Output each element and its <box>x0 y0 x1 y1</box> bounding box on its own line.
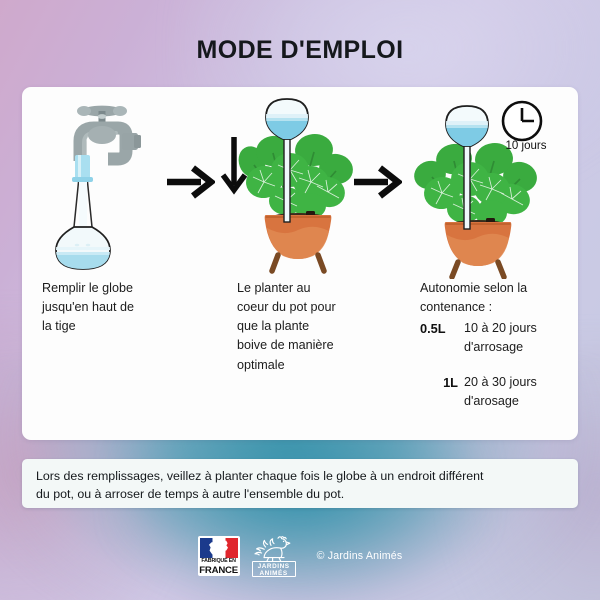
rooster-icon <box>254 536 290 562</box>
faucet-filling-globe-icon <box>22 89 218 279</box>
caption-line: contenance : <box>420 300 493 315</box>
table-row: 1L 20 à 30 jours d'arosage <box>420 373 578 411</box>
capacity-duration: 10 à 20 jours d'arrosage <box>464 319 537 357</box>
note-box: Lors des remplissages, veillez à planter… <box>22 459 578 508</box>
background-teal-core <box>108 420 492 600</box>
caption-line: 20 à 30 jours <box>464 375 537 390</box>
globe-inserted-in-plant-pot-icon <box>218 89 398 279</box>
caption-line: coeur du pot pour <box>237 300 336 315</box>
caption-line: la tige <box>42 319 76 334</box>
step-fill-caption: Remplir le globe jusqu'en haut de la tig… <box>42 279 192 336</box>
jardins-animes-logo: JARDINS ANIMÉS <box>251 535 297 577</box>
caption-line: 10 à 20 jours <box>464 321 537 336</box>
brand-line2: ANIMÉS <box>259 569 288 577</box>
note-text: Lors des remplissages, veillez à planter… <box>36 468 564 503</box>
step-plant-caption: Le planter au coeur du pot pour que la p… <box>237 279 387 375</box>
step-autonomy-caption: Autonomie selon la contenance : 0.5L 10 … <box>420 279 578 411</box>
made-in-france-line1: FABRIQUÉ EN <box>201 558 236 564</box>
note-line: du pot, ou à arroser de temps à autre l'… <box>36 486 345 501</box>
clock-label: 10 jours <box>506 140 547 152</box>
arrow-right-icon-2 <box>352 165 404 204</box>
made-in-france-line2: FRANCE <box>199 564 238 576</box>
page-title: MODE D'EMPLOI <box>196 36 404 64</box>
arrow-right-icon-1 <box>165 165 217 204</box>
table-row: 0.5L 10 à 20 jours d'arrosage <box>420 319 578 357</box>
capacity-volume: 1L <box>443 375 458 391</box>
capacity-volume: 0.5L <box>420 321 446 337</box>
copyright-text: © Jardins Animés <box>316 550 403 562</box>
france-map-icon <box>208 539 228 557</box>
step-autonomy-panel: 10 jours Autonomie selon la contenance :… <box>398 87 578 440</box>
caption-line: optimale <box>237 357 285 372</box>
caption-line: d'arrosage <box>464 340 524 355</box>
caption-line: boive de manière <box>237 338 334 353</box>
footer: FABRIQUÉ EN FRANCE JARDINS ANIMÉS <box>0 533 600 579</box>
note-line: Lors des remplissages, veillez à planter… <box>36 469 484 483</box>
caption-line: jusqu'en haut de <box>42 300 135 315</box>
instructions-card: Remplir le globe jusqu'en haut de la tig… <box>22 87 578 440</box>
caption-line: Remplir le globe <box>42 281 133 295</box>
caption-line: Autonomie selon la <box>420 281 528 295</box>
caption-line: d'arosage <box>464 393 519 408</box>
jardins-animes-textbox: JARDINS ANIMÉS <box>251 561 296 577</box>
step-plant-panel: Le planter au coeur du pot pour que la p… <box>218 87 398 440</box>
made-in-france-badge: FABRIQUÉ EN FRANCE <box>197 536 240 576</box>
capacity-duration: 20 à 30 jours d'arosage <box>464 373 537 411</box>
capacity-table: 0.5L 10 à 20 jours d'arrosage 1L 20 à 30… <box>420 319 578 411</box>
caption-line: Le planter au <box>237 281 311 295</box>
caption-line: que la plante <box>237 319 310 334</box>
step-fill-panel: Remplir le globe jusqu'en haut de la tig… <box>22 87 218 440</box>
brand-line1: JARDINS <box>257 563 290 570</box>
plant-pot-with-clock-icon: 10 jours <box>398 89 578 279</box>
